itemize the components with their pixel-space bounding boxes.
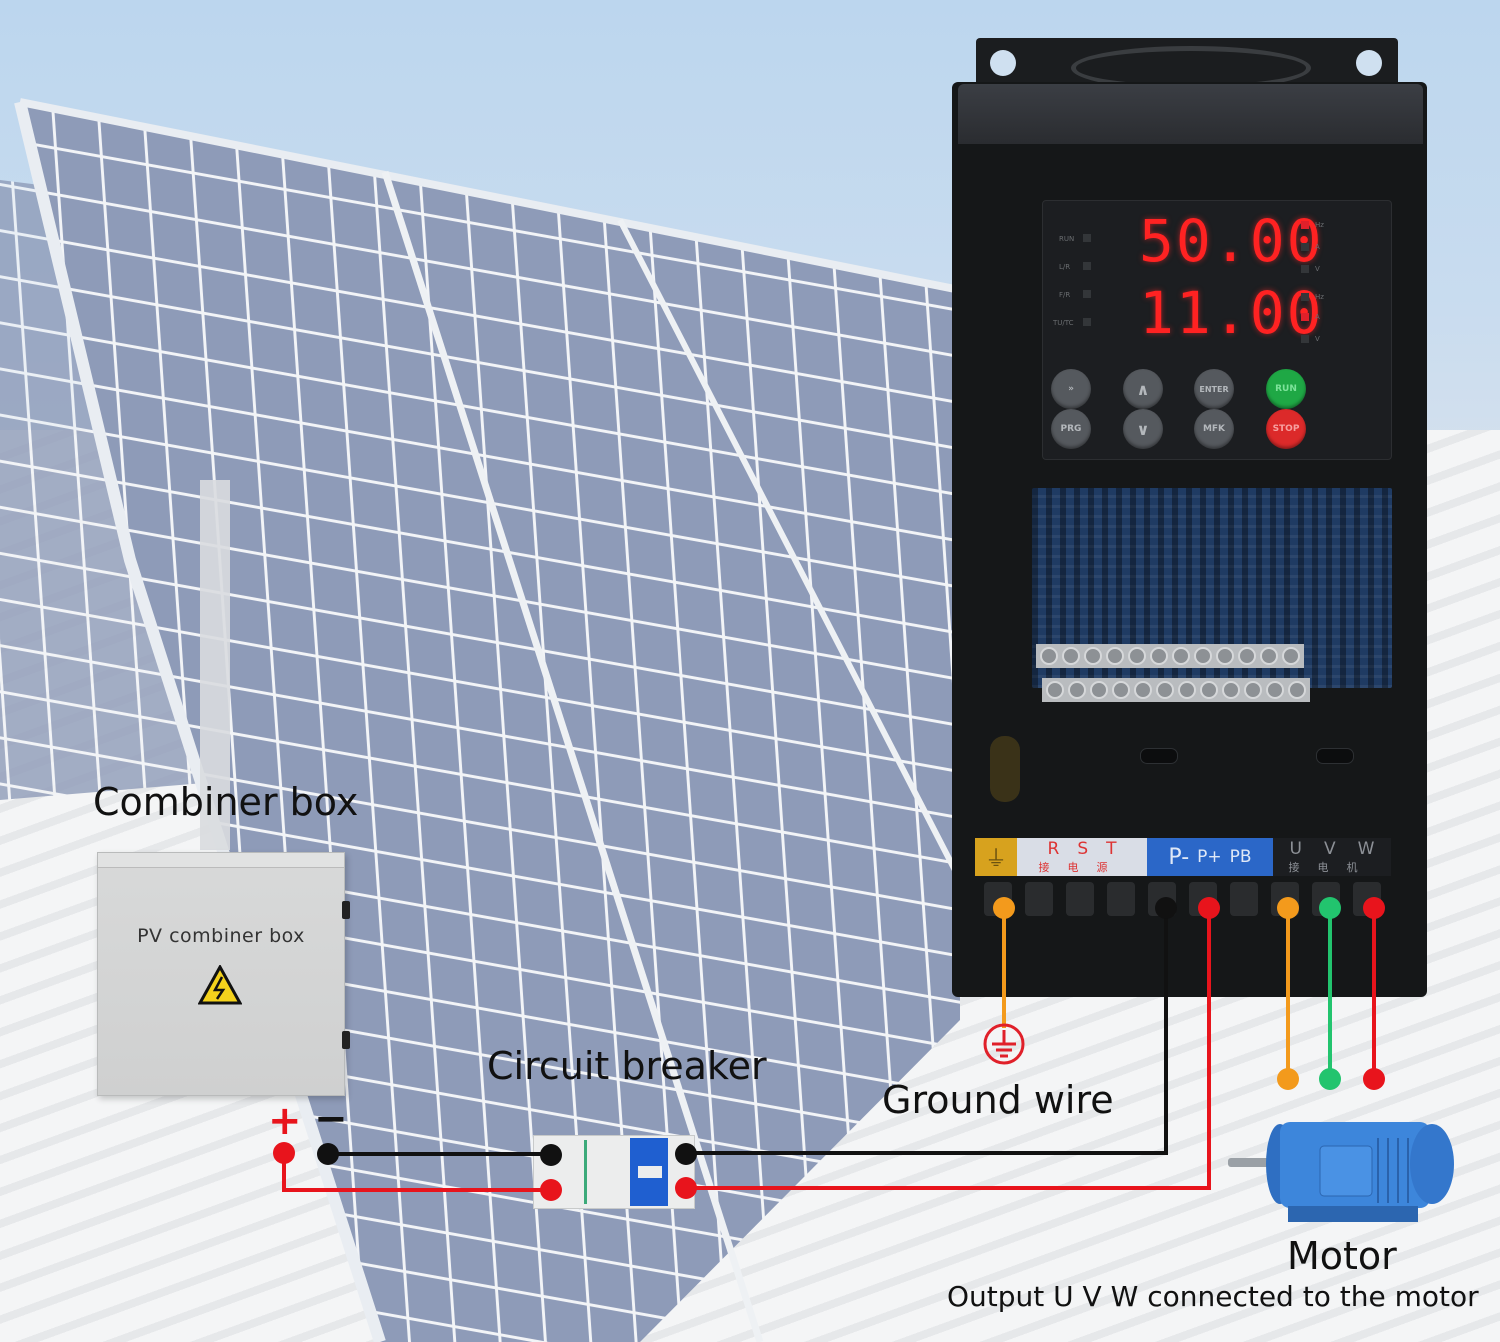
led-hz-top bbox=[1301, 221, 1309, 229]
combiner-box-text: PV combiner box bbox=[137, 925, 305, 947]
shift-button[interactable]: » bbox=[1051, 369, 1091, 409]
terminal-w: W bbox=[1357, 839, 1375, 859]
prg-button[interactable]: PRG bbox=[1051, 409, 1091, 449]
indicator-lr: L/R bbox=[1059, 263, 1071, 271]
mfk-button[interactable]: MFK bbox=[1194, 409, 1234, 449]
run-button[interactable]: RUN bbox=[1266, 369, 1306, 409]
power-terminal-labels: ⏚ R S T 接电源 P- P+ PB U V W 接电机 bbox=[975, 838, 1391, 876]
positive-polarity-icon: + bbox=[268, 1098, 302, 1144]
cooling-fan bbox=[976, 38, 1398, 90]
control-terminal-block-bottom bbox=[1042, 678, 1310, 702]
motor-label: Motor bbox=[1287, 1234, 1397, 1278]
circuit-breaker bbox=[533, 1135, 695, 1209]
frequency-display: 50.00 bbox=[1139, 207, 1324, 275]
down-button[interactable]: ∨ bbox=[1123, 409, 1163, 449]
current-display: 11.00 bbox=[1139, 279, 1324, 347]
indicator-fr: F/R bbox=[1059, 291, 1071, 299]
vfd-keypad: RUN L/R F/R TU/TC 50.00 11.00 Hz A V Hz … bbox=[1042, 200, 1392, 460]
combiner-box-label: Combiner box bbox=[93, 780, 359, 824]
ground-wire-label: Ground wire bbox=[882, 1078, 1114, 1122]
wire-entry-slot bbox=[990, 736, 1020, 802]
terminal-p-minus: P- bbox=[1168, 844, 1190, 870]
negative-polarity-icon: − bbox=[314, 1096, 348, 1142]
ground-symbol-icon bbox=[983, 1023, 1025, 1065]
circuit-breaker-label: Circuit breaker bbox=[487, 1044, 767, 1088]
solar-panel-array bbox=[0, 102, 960, 1342]
pv-combiner-box: PV combiner box bbox=[97, 852, 350, 1096]
stop-button[interactable]: STOP bbox=[1266, 409, 1306, 449]
indicator-tutc: TU/TC bbox=[1053, 319, 1074, 327]
vfd-top-cap bbox=[958, 84, 1423, 144]
led-a-bottom bbox=[1301, 313, 1309, 321]
ground-terminal-label: ⏚ bbox=[975, 838, 1017, 876]
indicator-run: RUN bbox=[1059, 235, 1075, 243]
motor-caption: Output U V W connected to the motor bbox=[947, 1280, 1479, 1313]
electric-motor bbox=[1228, 1122, 1454, 1222]
high-voltage-warning-icon bbox=[198, 965, 242, 1005]
enter-button[interactable]: ENTER bbox=[1194, 369, 1234, 409]
terminal-u: U bbox=[1289, 839, 1302, 859]
terminal-p-plus: P+ bbox=[1197, 847, 1222, 867]
terminal-pb: PB bbox=[1229, 847, 1252, 867]
up-button[interactable]: ∧ bbox=[1123, 369, 1163, 409]
control-terminal-block-top bbox=[1036, 644, 1304, 668]
terminal-v: V bbox=[1324, 839, 1336, 859]
